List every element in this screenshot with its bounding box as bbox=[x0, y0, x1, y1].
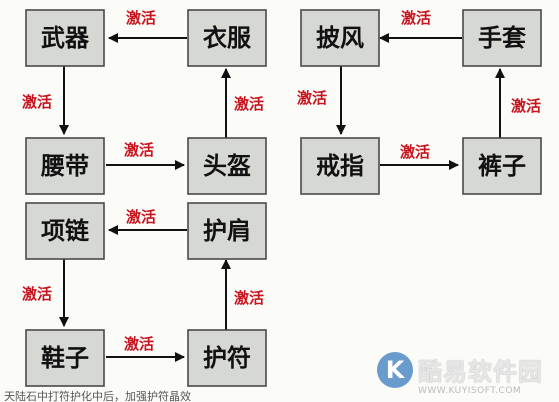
edge-label-xiezi-hufu: 激活 bbox=[124, 335, 154, 353]
node-xiezi: 鞋子 bbox=[25, 329, 105, 387]
node-hujian: 护肩 bbox=[187, 202, 267, 260]
watermark-logo-letter: K bbox=[385, 356, 405, 384]
node-label-xianglian: 项链 bbox=[41, 217, 90, 245]
node-yaodai: 腰带 bbox=[25, 137, 105, 195]
node-label-hujian: 护肩 bbox=[203, 217, 251, 245]
caption-text: 天陆石中打符护化中后，加强护符晶效 bbox=[4, 389, 191, 402]
node-label-wuqi: 武器 bbox=[41, 24, 90, 52]
node-yifu: 衣服 bbox=[187, 9, 267, 67]
node-kuzi: 裤子 bbox=[462, 137, 542, 195]
node-label-jiezhi: 戒指 bbox=[316, 152, 364, 180]
edge-label-shoutao-pifeng: 激活 bbox=[401, 9, 431, 27]
edge-label-xianglian-xiezi: 激活 bbox=[22, 285, 52, 303]
node-label-yifu: 衣服 bbox=[203, 24, 252, 52]
node-label-hufu: 护符 bbox=[203, 344, 251, 372]
watermark-logo: K bbox=[377, 352, 413, 388]
edge-label-hufu-hujian: 激活 bbox=[234, 289, 264, 307]
watermark-name: 酷易软件园 bbox=[418, 358, 543, 386]
node-label-yaodai: 腰带 bbox=[40, 152, 89, 180]
edge-label-kuzi-shoutao: 激活 bbox=[511, 97, 541, 115]
node-wuqi: 武器 bbox=[25, 9, 105, 67]
node-shoutao: 手套 bbox=[462, 9, 542, 67]
watermark-url: WWW.KUYISOFT.COM bbox=[418, 386, 522, 396]
node-label-kuzi: 裤子 bbox=[478, 152, 526, 180]
edge-label-yaodai-toukui: 激活 bbox=[124, 141, 154, 159]
edge-label-jiezhi-kuzi: 激活 bbox=[400, 143, 430, 161]
node-label-shoutao: 手套 bbox=[478, 24, 527, 52]
node-label-toukui: 头盔 bbox=[203, 152, 251, 180]
node-label-xiezi: 鞋子 bbox=[41, 344, 89, 372]
edge-labels: 激活 激活 激活 激活 激活 激活 激活 激活 激活 激活 激活 激活 bbox=[22, 9, 541, 353]
node-label-pifeng: 披风 bbox=[316, 24, 364, 52]
node-jiezhi: 戒指 bbox=[300, 137, 380, 195]
node-toukui: 头盔 bbox=[187, 137, 267, 195]
edge-label-yifu-wuqi: 激活 bbox=[126, 9, 156, 27]
edge-label-wuqi-yaodai: 激活 bbox=[22, 93, 52, 111]
edge-label-toukui-yifu: 激活 bbox=[234, 95, 264, 113]
nodes: 武器 衣服 腰带 头盔 项链 护肩 鞋子 护符 bbox=[25, 9, 542, 387]
node-hufu: 护符 bbox=[187, 329, 267, 387]
node-pifeng: 披风 bbox=[300, 9, 380, 67]
edges bbox=[59, 33, 505, 362]
node-xianglian: 项链 bbox=[25, 202, 105, 260]
edge-label-hujian-xianglian: 激活 bbox=[126, 208, 156, 226]
edge-label-pifeng-jiezhi: 激活 bbox=[297, 89, 327, 107]
